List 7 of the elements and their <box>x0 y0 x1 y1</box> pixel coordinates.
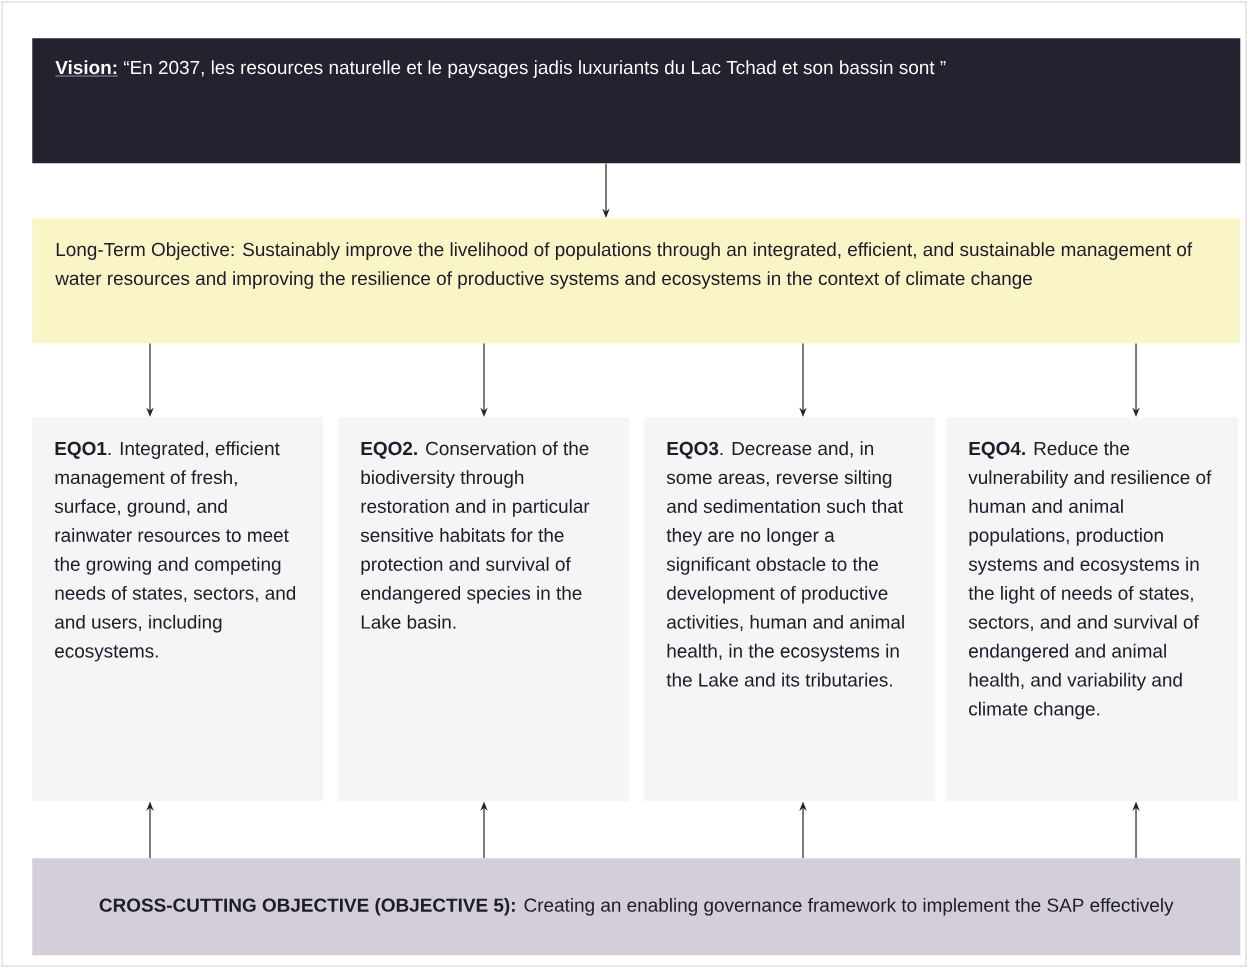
vision-banner: Vision: “En 2037, les resources naturelle et le paysages jadis luxuriants du Lac Tchad et son bassin sont ” <box>32 38 1241 164</box>
objective-band: CROSS-CUTTING OBJECTIVE (OBJECTIVE 5): Creating an enabling governance framework to implement the SAP effectively <box>32 858 1241 956</box>
objective-box: EQO1. Integrated, efficient management of fresh, surface, ground, and rainwater resources to meet the growing and competing needs of states, sectors, and and users, including ecosystems. <box>32 417 324 802</box>
objective-box: EQO2. Conservation of the biodiversity through restoration and in particular sensitive habitats for the protection and survival of endangered species in the Lake basin. <box>338 417 630 802</box>
objective-box: EQO4. Reduce the vulnerability and resilience of human and animal populations, production systems and ecosystems in the light of needs of states, sectors, and and survival of endangered and animal health, and variability and climate change. <box>946 417 1239 802</box>
objective-band: Long-Term Objective: Sustainably improve the livelihood of populations through an integrated, efficient, and sustainable management of water resources and improving the resilience of productive systems and ecosystems in the context of climate change <box>32 218 1241 344</box>
objective-box: EQO3. Decrease and, in some areas, reverse silting and sedimentation such that they are no longer a significant obstacle to the development of productive activities, human and animal health, in the ecosystems in the Lake and its tributaries. <box>644 417 936 802</box>
